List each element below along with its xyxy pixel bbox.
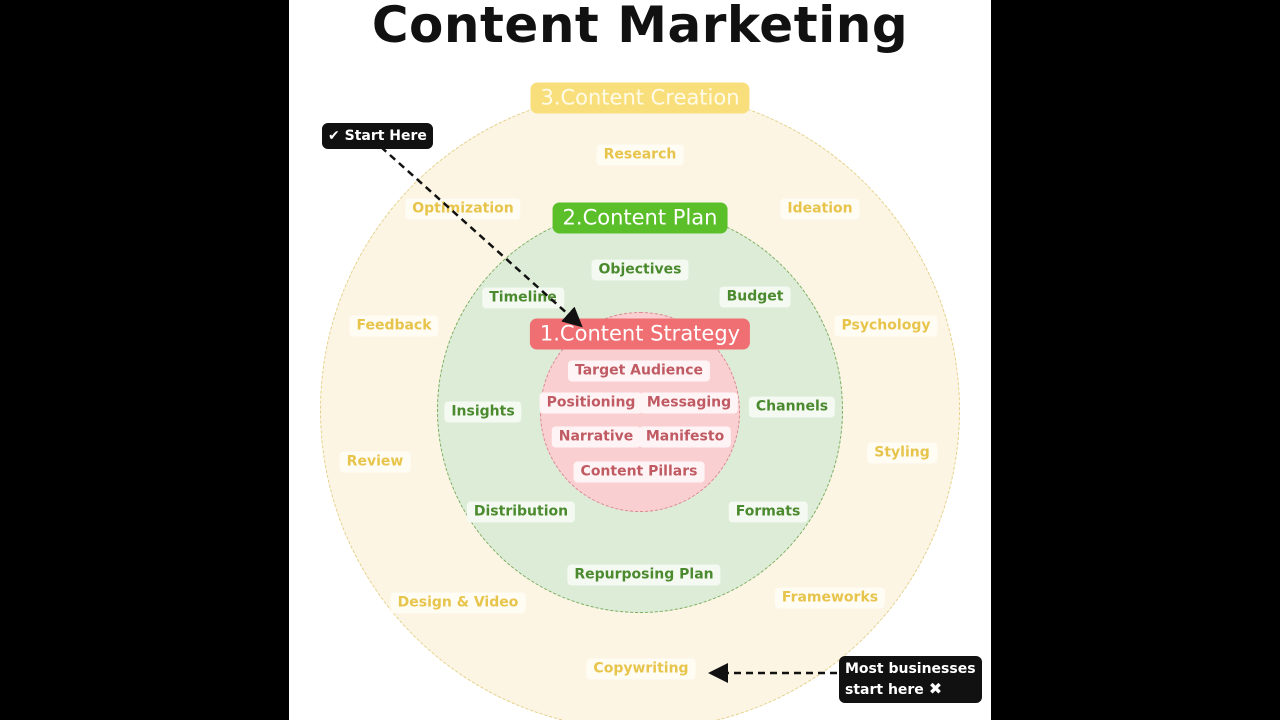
plan-item-distribution: Distribution [466,501,576,523]
creation-item-feedback: Feedback [349,315,439,337]
creation-item-ideation: Ideation [780,198,860,220]
creation-item-psychology: Psychology [834,315,938,337]
strategy-item-content-pillars: Content Pillars [573,461,705,483]
start-here-note: ✔ Start Here [322,123,433,149]
most-businesses-note: Most businesses start here ✖ [839,656,982,703]
diagram-canvas: Content Marketing 3.Content Creation 2.C… [289,0,991,720]
most-businesses-line2: start here [845,682,924,698]
creation-item-optimization: Optimization [405,198,521,220]
x-mark-icon: ✖ [928,679,943,698]
page-title: Content Marketing [371,0,909,54]
check-icon: ✔ [328,128,340,144]
content-strategy-header: 1.Content Strategy [529,318,751,350]
strategy-item-target-audience: Target Audience [567,360,711,382]
strategy-item-positioning: Positioning [539,392,643,414]
creation-item-frameworks: Frameworks [774,587,886,609]
plan-item-objectives: Objectives [591,259,689,281]
start-here-label: Start Here [344,128,427,144]
plan-item-insights: Insights [444,401,522,423]
plan-item-repurposing-plan: Repurposing Plan [567,564,721,586]
plan-item-budget: Budget [719,286,791,308]
creation-item-copywriting: Copywriting [586,658,696,680]
content-creation-header: 3.Content Creation [530,82,750,114]
strategy-item-messaging: Messaging [639,392,739,414]
creation-item-review: Review [339,451,411,473]
creation-item-styling: Styling [867,442,937,464]
strategy-item-manifesto: Manifesto [638,426,732,448]
strategy-item-narrative: Narrative [551,426,641,448]
content-plan-header: 2.Content Plan [552,202,728,234]
plan-item-timeline: Timeline [482,287,564,309]
plan-item-channels: Channels [748,396,836,418]
plan-item-formats: Formats [728,501,808,523]
creation-item-design-video: Design & Video [390,592,526,614]
creation-item-research: Research [596,144,684,166]
most-businesses-line1: Most businesses [845,661,976,677]
